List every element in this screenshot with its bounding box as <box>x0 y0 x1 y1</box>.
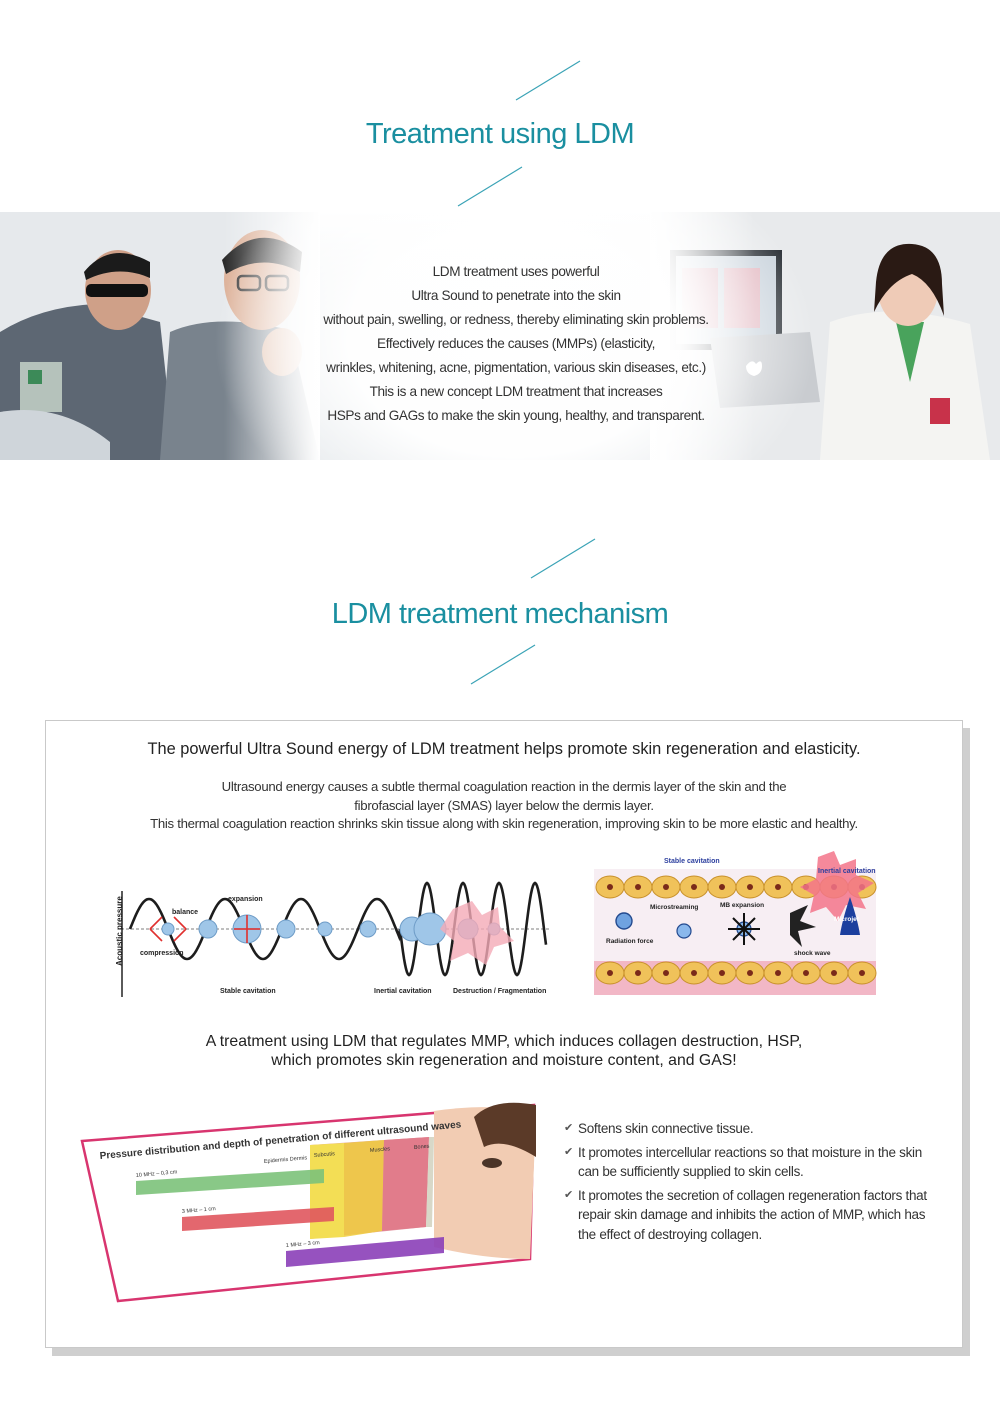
mmp-statement: A treatment using LDM that regulates MMP… <box>46 1032 962 1070</box>
checklist-text: It promotes the secretion of collagen re… <box>578 1187 927 1242</box>
wave-3mhz <box>182 1207 334 1231</box>
mmp-line: which promotes skin regeneration and moi… <box>271 1052 737 1069</box>
mb-expansion-arrows <box>728 913 760 945</box>
bubble-icon <box>676 923 692 939</box>
shock-wave-icon <box>790 905 816 947</box>
cavitation-bubble <box>359 920 377 938</box>
decorative-slash-bottom <box>457 166 523 207</box>
description-line: HSPs and GAGs to make the skin young, he… <box>327 408 705 423</box>
layer-label: Muscles <box>370 1146 391 1154</box>
cell-row-bottom <box>595 961 877 985</box>
cell-nucleus <box>607 970 613 976</box>
label-mb-expansion: MB expansion <box>720 902 764 909</box>
cell-nucleus <box>635 970 641 976</box>
pressure-arrows <box>149 915 260 943</box>
hero-banner: LDM treatment uses powerful Ultra Sound … <box>0 212 1000 460</box>
wave-label: 1 MHz – 3 cm <box>286 1240 321 1249</box>
cell-nucleus <box>663 884 669 890</box>
cell-nucleus <box>831 970 837 976</box>
wave-10mhz <box>136 1169 324 1195</box>
section-title-treatment: Treatment using LDM <box>365 118 635 150</box>
decorative-slash-top <box>530 538 596 579</box>
label-destruction: Destruction / Fragmentation <box>453 988 546 995</box>
cavitation-bubble <box>276 919 296 939</box>
check-icon: ✔ <box>564 1145 573 1158</box>
checklist-text: Softens skin connective tissue. <box>578 1121 754 1136</box>
fragmentation-burst <box>440 901 514 965</box>
cell-nucleus <box>719 970 725 976</box>
label-expansion: expansion <box>228 896 263 903</box>
label-compression: compression <box>140 950 184 957</box>
layer-label: Epidermis Dermis <box>264 1155 308 1165</box>
check-icon: ✔ <box>564 1122 573 1134</box>
cell-nucleus <box>803 970 809 976</box>
cell-nucleus <box>747 884 753 890</box>
body-line: This thermal coagulation reaction shrink… <box>150 816 858 831</box>
label-microstreaming: Microstreaming <box>650 904 698 911</box>
checklist-item: ✔ Softens skin connective tissue. <box>564 1119 944 1139</box>
mechanism-card: The powerful Ultra Sound energy of LDM t… <box>45 720 963 1348</box>
mmp-line: A treatment using LDM that regulates MMP… <box>205 1033 803 1050</box>
cell-nucleus <box>719 884 725 890</box>
description-line: without pain, swelling, or redness, ther… <box>323 312 709 327</box>
y-axis-label: Acoustic pressure <box>115 896 124 966</box>
microjet-icon <box>840 897 860 935</box>
wave-1mhz <box>286 1237 444 1267</box>
decorative-slash-bottom <box>470 644 536 685</box>
wave-label: 10 MHz – 0,3 cm <box>136 1169 178 1179</box>
treatment-description: LDM treatment uses powerful Ultra Sound … <box>300 260 732 428</box>
cell-nucleus <box>859 970 865 976</box>
description-line: LDM treatment uses powerful <box>432 264 600 279</box>
acoustic-wave-diagram: Acoustic pressure balance expansion comp… <box>115 881 550 997</box>
cell-nucleus <box>747 970 753 976</box>
label-stable-cavitation: Stable cavitation <box>220 988 276 995</box>
checklist-item: ✔ It promotes intercellular reactions so … <box>564 1143 944 1182</box>
label-balance: balance <box>172 909 198 916</box>
mechanism-headline: The powerful Ultra Sound energy of LDM t… <box>147 740 861 758</box>
description-line: Ultra Sound to penetrate into the skin <box>411 288 621 303</box>
checklist-item: ✔ It promotes the secretion of collagen r… <box>564 1186 944 1245</box>
penetration-diagram: Pressure distribution and depth of penet… <box>80 1102 536 1303</box>
cell-nucleus <box>663 970 669 976</box>
label-stable-cavitation: Stable cavitation <box>664 858 720 865</box>
mechanism-body: Ultrasound energy causes a subtle therma… <box>46 778 962 834</box>
label-microjet: Microjet <box>834 916 860 923</box>
layer-label: Subcutis <box>314 1151 336 1159</box>
cavitation-bubble <box>317 921 333 937</box>
label-shock-wave: shock wave <box>794 950 831 957</box>
cell-nucleus <box>775 970 781 976</box>
benefit-checklist: ✔ Softens skin connective tissue. ✔ It pro… <box>564 1119 944 1248</box>
decorative-slash-top <box>515 60 581 101</box>
description-line: Effectively reduces the causes (MMPs) (e… <box>377 336 655 351</box>
check-icon: ✔ <box>564 1188 573 1201</box>
description-line: This is a new concept LDM treatment that… <box>369 384 663 399</box>
checklist-text: It promotes intercellular reactions so t… <box>578 1144 922 1180</box>
cell-nucleus <box>691 970 697 976</box>
label-inertial-cavitation: Inertial cavitation <box>374 988 432 995</box>
wave-label: 3 MHz – 1 cm <box>182 1206 217 1215</box>
layer-label: Bones <box>414 1144 430 1151</box>
label-radiation-force: Radiation force <box>606 938 654 945</box>
cell-nucleus <box>691 884 697 890</box>
cell-nucleus <box>775 884 781 890</box>
description-line: wrinkles, whitening, acne, pigmentation,… <box>326 360 706 375</box>
wave-line <box>128 881 548 977</box>
cavitation-diagram: Stable cavitation Inertial cavitation Mi… <box>594 851 877 995</box>
body-line: fibrofascial layer (SMAS) layer below th… <box>354 797 654 813</box>
bubble-icon <box>615 912 633 930</box>
section-title-mechanism: LDM treatment mechanism <box>331 598 669 630</box>
cavitation-bubble <box>198 919 218 939</box>
label-inertial-cavitation: Inertial cavitation <box>818 868 876 875</box>
body-line: Ultrasound energy causes a subtle therma… <box>221 779 787 794</box>
cavitation-bubble <box>161 922 175 936</box>
cell-nucleus <box>635 884 641 890</box>
inertial-burst <box>800 851 874 921</box>
cell-nucleus <box>607 884 613 890</box>
